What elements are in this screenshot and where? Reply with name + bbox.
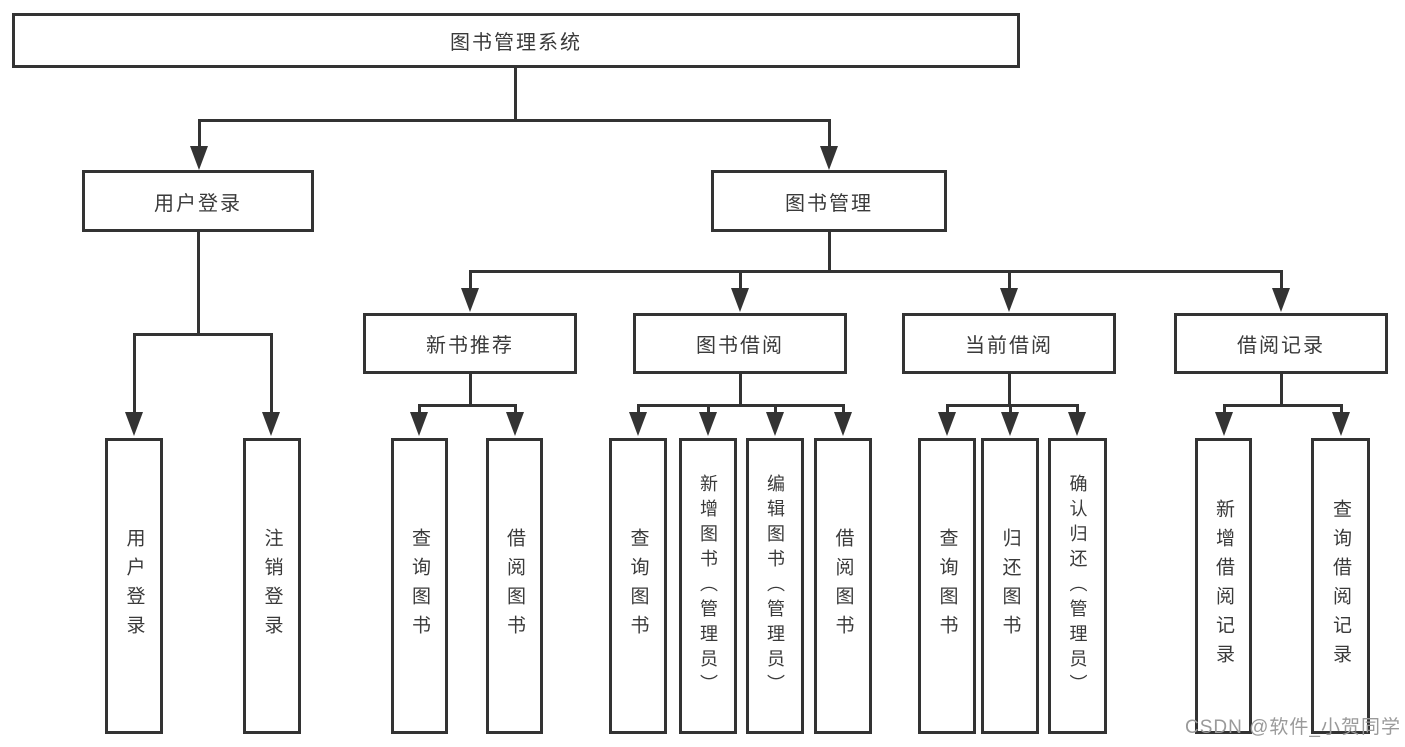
node-current-borrowing: 当前借阅 — [902, 313, 1116, 374]
leaf-borrowing-borrow-books-label: 借阅图书 — [832, 528, 854, 644]
arrow-down-icon — [190, 146, 208, 170]
connector-user-login-vline — [197, 232, 200, 336]
leaf-records-add-record-label: 新增借阅记录 — [1213, 499, 1234, 673]
connector-records-hline — [1223, 404, 1343, 407]
connector-recommend-hline — [418, 404, 517, 407]
leaf-records-query-record-label: 查询借阅记录 — [1330, 499, 1351, 673]
connector-recommend-vline — [469, 374, 472, 407]
leaf-records-add-record: 新增借阅记录 — [1195, 438, 1252, 734]
leaf-borrowing-add-books-admin: 新增图书（管理员） — [679, 438, 737, 734]
node-borrowing-records-label: 借阅记录 — [1237, 335, 1325, 357]
connector-book-mgmt-hline — [469, 270, 1282, 273]
node-new-book-recommend-label: 新书推荐 — [426, 335, 514, 357]
connector-user-login-hline — [133, 333, 273, 336]
leaf-current-return-books-label: 归还图书 — [999, 528, 1021, 644]
leaf-current-query-books-label: 查询图书 — [936, 528, 958, 644]
leaf-recommend-borrow-books-label: 借阅图书 — [504, 528, 525, 644]
connector-root-hline — [198, 119, 831, 122]
leaf-current-query-books: 查询图书 — [918, 438, 976, 734]
leaf-borrowing-borrow-books: 借阅图书 — [814, 438, 872, 734]
leaf-user-login: 用户登录 — [105, 438, 163, 734]
arrow-down-icon — [506, 412, 524, 436]
arrow-down-icon — [461, 288, 479, 312]
node-book-borrowing-label: 图书借阅 — [696, 335, 784, 357]
connector-current-stub-1 — [946, 404, 949, 416]
node-root-library-management-system: 图书管理系统 — [12, 13, 1020, 68]
node-new-book-recommend: 新书推荐 — [363, 313, 577, 374]
arrow-down-icon — [1000, 288, 1018, 312]
leaf-borrowing-add-books-admin-label: 新增图书（管理员） — [698, 473, 718, 699]
leaf-current-confirm-return-admin-label: 确认归还（管理员） — [1067, 473, 1088, 699]
leaf-user-login-label: 用户登录 — [123, 528, 145, 644]
connector-root-stub-right — [828, 119, 831, 148]
leaf-logout-label: 注销登录 — [261, 528, 283, 644]
arrow-down-icon — [1272, 288, 1290, 312]
connector-root-vline — [514, 68, 517, 122]
arrow-down-icon — [731, 288, 749, 312]
connector-records-stub-2 — [1340, 404, 1343, 416]
connector-current-hline — [946, 404, 1079, 407]
arrow-down-icon — [1001, 412, 1019, 436]
leaf-current-return-books: 归还图书 — [981, 438, 1039, 734]
node-user-login: 用户登录 — [82, 170, 314, 232]
connector-borrowing-vline — [739, 374, 742, 407]
connector-book-mgmt-stub-4 — [1280, 270, 1283, 290]
leaf-borrowing-query-books: 查询图书 — [609, 438, 667, 734]
connector-current-stub-3 — [1076, 404, 1079, 416]
arrow-down-icon — [938, 412, 956, 436]
arrow-down-icon — [834, 412, 852, 436]
connector-borrowing-stub-4 — [842, 404, 845, 416]
leaf-borrowing-edit-books-admin: 编辑图书（管理员） — [746, 438, 804, 734]
leaf-records-query-record: 查询借阅记录 — [1311, 438, 1370, 734]
connector-user-login-stub-right — [270, 333, 273, 414]
arrow-down-icon — [1215, 412, 1233, 436]
node-user-login-label: 用户登录 — [154, 192, 242, 215]
arrow-down-icon — [766, 412, 784, 436]
connector-user-login-stub-left — [133, 333, 136, 414]
connector-recommend-stub-2 — [514, 404, 517, 416]
connector-recommend-stub-1 — [418, 404, 421, 416]
node-current-borrowing-label: 当前借阅 — [965, 335, 1053, 357]
leaf-recommend-query-books: 查询图书 — [391, 438, 448, 734]
connector-current-stub-2 — [1009, 404, 1012, 416]
arrow-down-icon — [410, 412, 428, 436]
leaf-borrowing-edit-books-admin-label: 编辑图书（管理员） — [765, 473, 785, 699]
node-borrowing-records: 借阅记录 — [1174, 313, 1388, 374]
node-book-management: 图书管理 — [711, 170, 947, 232]
connector-book-mgmt-stub-2 — [739, 270, 742, 290]
leaf-logout: 注销登录 — [243, 438, 301, 734]
node-root-label: 图书管理系统 — [450, 32, 582, 54]
leaf-recommend-query-books-label: 查询图书 — [409, 528, 430, 644]
connector-book-mgmt-stub-3 — [1008, 270, 1011, 290]
connector-book-mgmt-vline — [828, 232, 831, 273]
connector-borrowing-stub-2 — [707, 404, 710, 416]
arrow-down-icon — [262, 412, 280, 436]
leaf-recommend-borrow-books: 借阅图书 — [486, 438, 543, 734]
connector-book-mgmt-stub-1 — [469, 270, 472, 290]
connector-borrowing-stub-3 — [774, 404, 777, 416]
connector-records-vline — [1280, 374, 1283, 407]
connector-records-stub-1 — [1223, 404, 1226, 416]
connector-borrowing-stub-1 — [637, 404, 640, 416]
arrow-down-icon — [820, 146, 838, 170]
node-book-borrowing: 图书借阅 — [633, 313, 847, 374]
arrow-down-icon — [629, 412, 647, 436]
node-book-management-label: 图书管理 — [785, 192, 873, 215]
arrow-down-icon — [125, 412, 143, 436]
arrow-down-icon — [1332, 412, 1350, 436]
arrow-down-icon — [699, 412, 717, 436]
arrow-down-icon — [1068, 412, 1086, 436]
connector-root-stub-left — [198, 119, 201, 148]
leaf-current-confirm-return-admin: 确认归还（管理员） — [1048, 438, 1107, 734]
connector-current-vline — [1008, 374, 1011, 407]
csdn-watermark: CSDN @软件_小贺同学 — [1185, 717, 1401, 738]
leaf-borrowing-query-books-label: 查询图书 — [627, 528, 649, 644]
connector-borrowing-hline — [637, 404, 845, 407]
